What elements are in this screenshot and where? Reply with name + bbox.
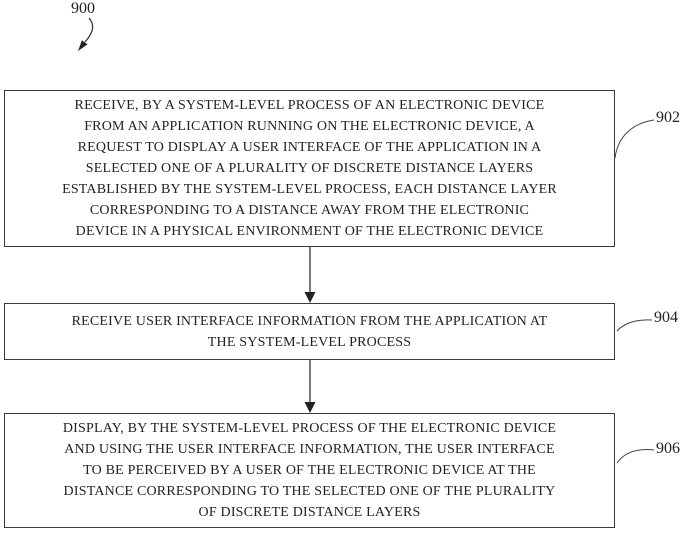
leader-line-902 (614, 119, 655, 159)
flow-arrow-1-arrowhead-icon (304, 292, 316, 303)
figure-number-label: 900 (71, 0, 95, 17)
reference-numeral-906: 906 (656, 440, 680, 457)
reference-numeral-902: 902 (656, 109, 680, 126)
step-906-text: DISPLAY, BY THE SYSTEM-LEVEL PROCESS OF … (62, 421, 557, 520)
step-904-text: RECEIVE USER INTERFACE INFORMATION FROM … (71, 313, 548, 350)
step-box-906: DISPLAY, BY THE SYSTEM-LEVEL PROCESS OF … (4, 413, 615, 528)
leader-line-904 (616, 319, 653, 332)
flow-arrow-2-arrowhead-icon (304, 402, 316, 413)
step-902-text: RECEIVE, BY A SYSTEM-LEVEL PROCESS OF AN… (62, 98, 557, 239)
figure-number-arrowhead-icon (78, 40, 88, 51)
step-box-902: RECEIVE, BY A SYSTEM-LEVEL PROCESS OF AN… (4, 90, 615, 247)
step-box-904: RECEIVE USER INTERFACE INFORMATION FROM … (4, 303, 615, 360)
leader-line-906 (616, 449, 655, 464)
reference-numeral-904: 904 (654, 309, 678, 326)
figure-number-arrow (84, 17, 94, 43)
